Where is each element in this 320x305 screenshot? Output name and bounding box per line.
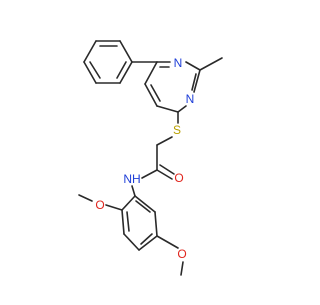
phenyl-ring bbox=[83, 40, 133, 84]
dimethoxyphenyl-ring bbox=[121, 195, 158, 251]
methoxy-top-bond bbox=[105, 204, 123, 211]
carbonyl-bond-b bbox=[159, 164, 175, 175]
pyrimidine-ring bbox=[144, 61, 201, 113]
methoxy-top-methyl bbox=[78, 194, 93, 202]
s-ch2-bond bbox=[156, 136, 173, 146]
atom-n-pyr-bottom: N bbox=[186, 92, 195, 106]
methoxy-bottom-methyl bbox=[180, 261, 184, 276]
atom-n-pyr-top: N bbox=[174, 56, 183, 70]
molecule-diagram: N N S O NH O O bbox=[78, 40, 223, 276]
co-n-bond bbox=[141, 169, 158, 179]
carbonyl-bond-a bbox=[156, 169, 173, 180]
atom-o-methoxy-top: O bbox=[95, 198, 104, 212]
atom-o-methoxy-bottom: O bbox=[177, 247, 186, 261]
atom-s: S bbox=[173, 123, 181, 137]
methoxy-bottom-bond bbox=[156, 235, 179, 249]
structure-canvas: N N S O NH O O bbox=[78, 40, 223, 276]
atom-o-carbonyl: O bbox=[174, 171, 183, 185]
atom-nh: NH bbox=[123, 172, 140, 186]
methyl-bond bbox=[199, 57, 223, 71]
n-aryl-bond bbox=[131, 185, 136, 197]
